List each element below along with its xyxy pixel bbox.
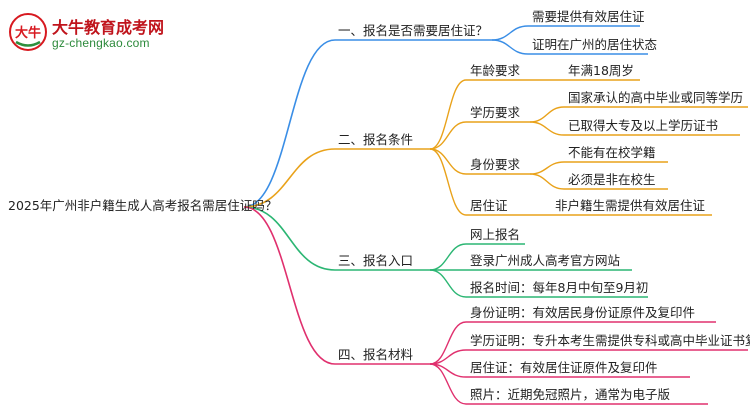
connector-branch-2-group-3-leaf-2 (529, 173, 565, 190)
connector-branch-1-leaf-2 (491, 39, 529, 55)
branch-1-leaf-1: 需要提供有效居住证 (532, 9, 645, 24)
branch-2-group-3-label: 身份要求 (470, 157, 521, 172)
connector-branch-2-group-2-leaf-2 (529, 121, 565, 136)
branch-2-group-3-leaf-2: 必须是非在校生 (568, 172, 656, 187)
branch-4-leaf-1: 身份证明：有效居民身份证原件及复印件 (470, 305, 696, 320)
branch-2-group-4-label: 居住证 (470, 198, 508, 213)
connector-branch-1-leaf-1 (491, 25, 529, 41)
branch-4-leaf-3: 居住证：有效居住证原件及复印件 (470, 360, 658, 375)
connector-branch-2-group-3-leaf-1 (529, 161, 565, 175)
branch-4-leaf-2: 学历证明：专升本考生需提供专科或高中毕业证书复印件 (470, 333, 750, 348)
connector-branch-2-group-2-leaf-1 (529, 106, 565, 123)
branch-3-label: 三、报名入口 (338, 253, 414, 268)
connector-branch-2-group-3 (429, 148, 467, 175)
branch-1-label: 一、报名是否需要居住证？ (338, 23, 489, 38)
branch-2-group-1-leaf-1: 年满18周岁 (568, 63, 634, 78)
branch-2-group-1-label: 年龄要求 (470, 63, 521, 78)
connector-branch-2-group-2 (429, 121, 467, 150)
branch-4-leaf-4: 照片：近期免冠照片，通常为电子版 (470, 387, 671, 402)
branch-4-label: 四、报名材料 (338, 347, 414, 362)
connector-branch-2-group-1 (429, 79, 467, 150)
branch-1-leaf-2: 证明在广州的居住状态 (532, 37, 658, 52)
branch-3-leaf-3: 报名时间：每年8月中旬至9月初 (470, 280, 649, 295)
root-topic: 2025年广州非户籍生成人高考报名需居住证吗？ (8, 198, 278, 213)
connector-branch-1 (243, 39, 336, 208)
branch-2-group-4-leaf-1: 非户籍生需提供有效居住证 (555, 198, 706, 213)
branch-2-group-3-leaf-1: 不能有在校学籍 (568, 145, 656, 160)
site-logo: 大牛 大牛教育成考网 gz-chengkao.com (8, 12, 188, 56)
connector-branch-2-group-4 (429, 148, 467, 216)
branch-3-leaf-2: 登录广州成人高考官方网站 (470, 253, 621, 268)
connector-branch-3-leaf-1 (429, 243, 467, 271)
branch-2-group-2-leaf-1: 国家承认的高中毕业或同等学历 (568, 90, 744, 105)
logo-url: gz-chengkao.com (52, 36, 150, 50)
connector-branch-3-leaf-3 (429, 269, 467, 298)
connector-branch-4-leaf-4 (429, 363, 467, 405)
logo-badge-icon: 大牛 (9, 13, 47, 51)
branch-2-group-2-label: 学历要求 (470, 105, 521, 120)
branch-2-group-2-leaf-2: 已取得大专及以上学历证书 (568, 118, 719, 133)
logo-badge-text: 大牛 (15, 25, 41, 41)
connector-branch-2 (243, 148, 336, 208)
logo-title: 大牛教育成考网 (52, 18, 165, 37)
connector-branch-4 (243, 206, 336, 365)
connector-branch-4-leaf-1 (429, 321, 467, 365)
branch-3-leaf-1: 网上报名 (470, 227, 521, 242)
connector-branch-3 (243, 206, 336, 271)
branch-2-label: 二、报名条件 (338, 132, 414, 147)
